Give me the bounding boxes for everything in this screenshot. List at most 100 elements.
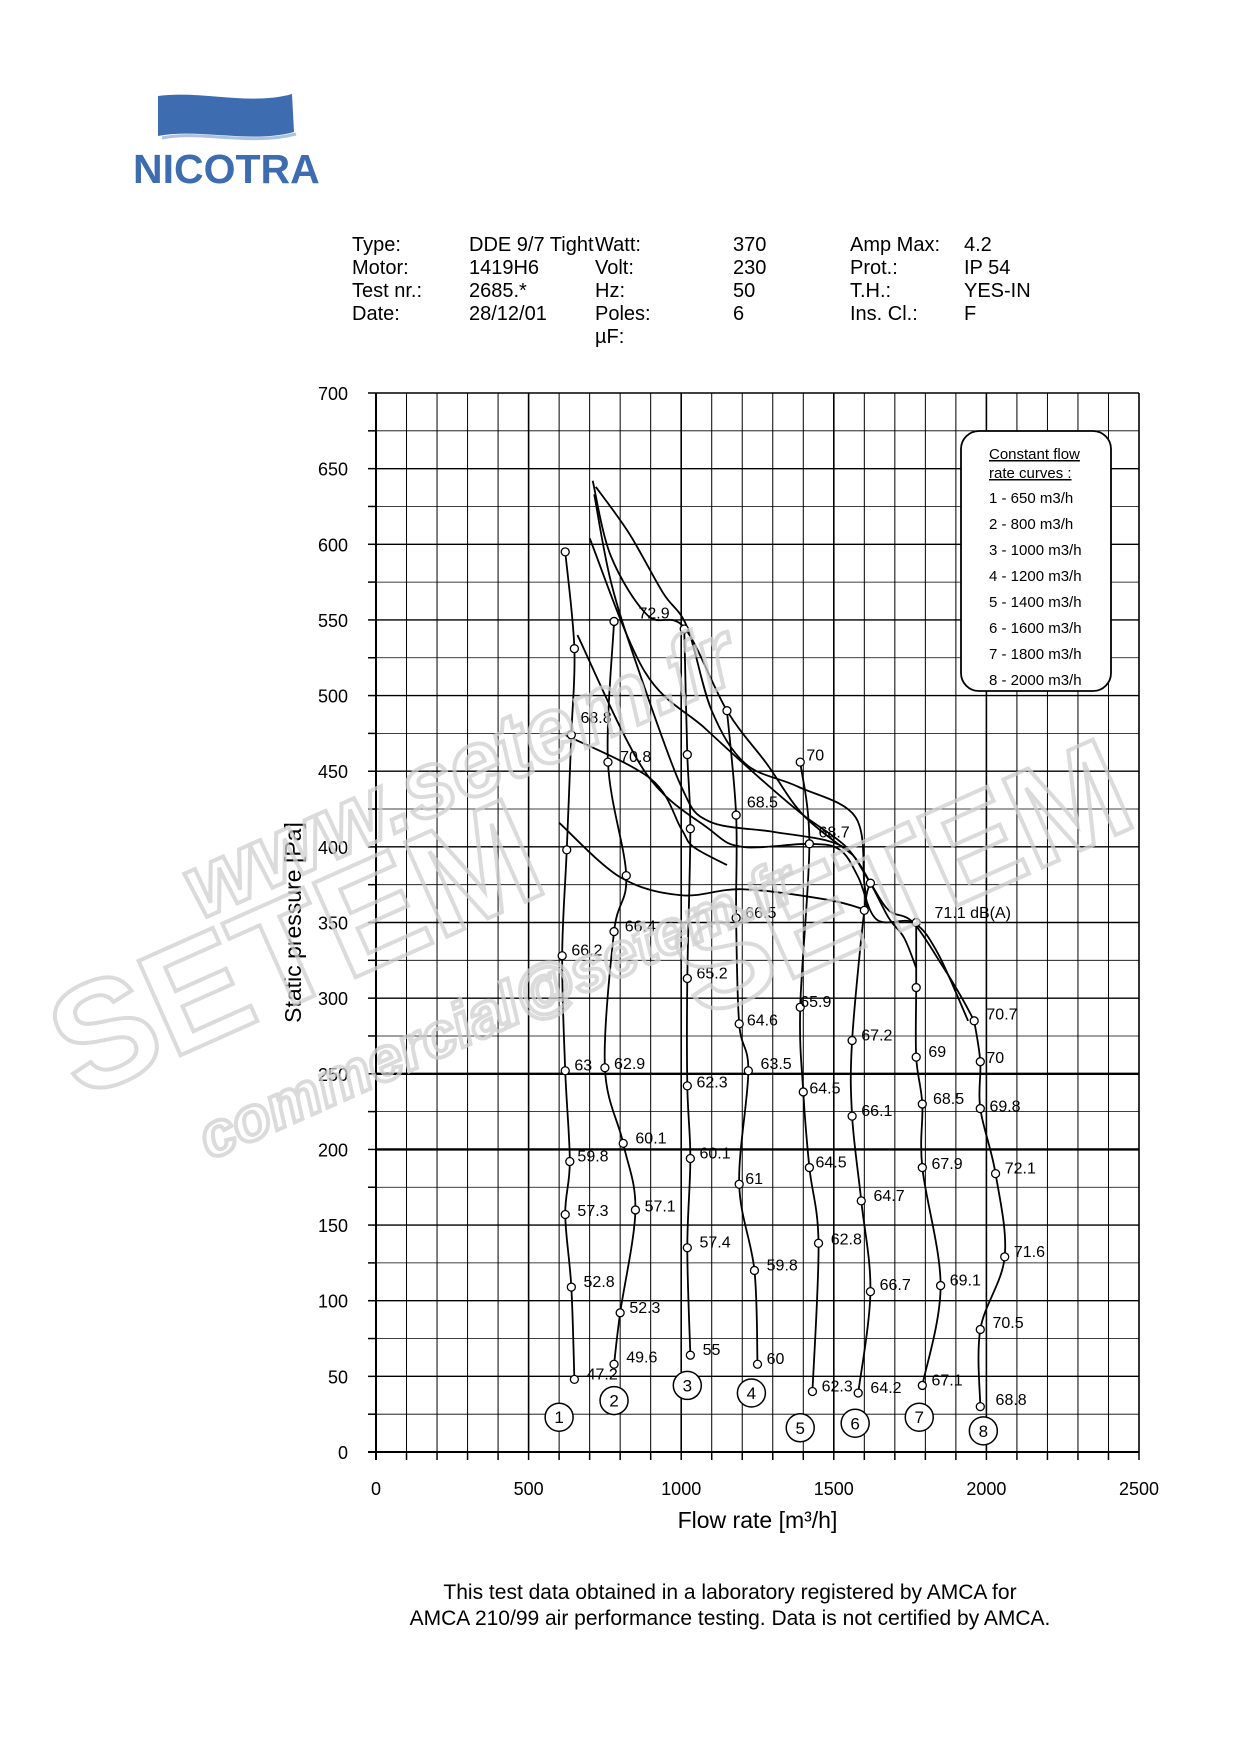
sound-level-label: 64.6 — [747, 1012, 778, 1029]
data-point — [798, 1087, 808, 1097]
data-point — [813, 1238, 824, 1248]
data-point — [557, 951, 567, 961]
flow-curve-6 — [849, 882, 872, 1394]
data-point — [560, 547, 570, 557]
sound-level-label: 71.6 — [1014, 1244, 1045, 1261]
sound-level-label: 68.7 — [819, 825, 850, 842]
data-point — [685, 824, 696, 834]
curve-id-label: 5 — [795, 1419, 804, 1438]
sound-level-label: 62.3 — [822, 1378, 853, 1395]
data-point — [917, 1162, 927, 1173]
data-point — [847, 1111, 857, 1121]
sound-level-label: 65.9 — [800, 994, 831, 1011]
sound-level-label: 68.5 — [933, 1091, 964, 1108]
y-tick-label: 450 — [318, 762, 348, 782]
sound-level-label: 69.8 — [989, 1099, 1020, 1116]
flow-curve-2 — [603, 621, 637, 1365]
sound-level-label: 69.1 — [950, 1273, 981, 1290]
spec-value: 4.2 — [964, 234, 992, 256]
data-point — [743, 1066, 753, 1076]
spec-label: Date: — [352, 303, 400, 325]
flow-curve-8 — [973, 1020, 1007, 1407]
fan-curve — [591, 480, 853, 856]
data-point — [562, 845, 572, 855]
data-point — [804, 1162, 815, 1173]
data-point — [685, 1350, 696, 1360]
sound-level-label: 57.4 — [700, 1235, 731, 1252]
curve-id-marker — [904, 1402, 935, 1432]
curve-id-marker — [672, 1370, 703, 1401]
data-point — [566, 1282, 576, 1292]
y-tick-label: 200 — [318, 1140, 348, 1160]
data-point — [685, 1153, 696, 1164]
data-point — [911, 982, 921, 993]
data-point — [975, 1057, 985, 1067]
sound-level-label: 59.8 — [767, 1257, 798, 1274]
data-point — [911, 917, 921, 928]
data-point — [911, 1052, 921, 1062]
legend-entry: 1 - 650 m3/h — [989, 490, 1073, 507]
data-point — [682, 749, 692, 760]
curve-id-label: 6 — [850, 1414, 859, 1433]
sound-level-label: 49.6 — [626, 1350, 657, 1367]
sound-level-label: 70 — [986, 1050, 1004, 1067]
sound-level-label: 62.8 — [831, 1232, 862, 1249]
spec-label: Motor: — [352, 257, 409, 279]
data-point — [560, 1209, 570, 1220]
data-point — [749, 1265, 760, 1276]
fan-curve — [576, 634, 969, 1022]
spec-value: IP 54 — [964, 257, 1011, 279]
sound-level-label: 65.2 — [696, 965, 727, 982]
sound-level-label: 68.8 — [580, 710, 611, 727]
sound-level-label: 59.8 — [577, 1148, 608, 1165]
data-point — [990, 1168, 1001, 1179]
spec-label: Watt: — [595, 234, 641, 256]
data-point — [975, 1324, 985, 1335]
spec-value: 2685.* — [469, 280, 527, 302]
sound-level-label: 67.9 — [931, 1156, 962, 1173]
data-point — [734, 1179, 744, 1189]
sound-level-label: 57.1 — [645, 1198, 676, 1215]
sound-level-label: 52.8 — [584, 1274, 615, 1291]
sound-level-label: 60 — [767, 1351, 785, 1368]
spec-label: Hz: — [595, 280, 625, 302]
sound-level-label: 72.9 — [638, 605, 669, 622]
legend-entry: 6 - 1600 m3/h — [989, 620, 1082, 637]
data-point — [859, 905, 869, 916]
sound-level-label: 66.1 — [861, 1103, 892, 1120]
sound-level-label: 64.5 — [815, 1155, 846, 1172]
disclaimer-line-1: This test data obtained in a laboratory … — [443, 1581, 1017, 1604]
fan-curve — [564, 734, 728, 866]
legend-entry: 8 - 2000 m3/h — [989, 672, 1082, 689]
spec-value: 370 — [733, 234, 767, 256]
data-point — [795, 757, 805, 767]
y-tick-label: 0 — [338, 1443, 348, 1463]
data-point — [609, 616, 619, 627]
spec-value: 1419H6 — [469, 257, 540, 279]
curve-id-label: 2 — [609, 1392, 618, 1411]
legend-entry: 7 - 1800 m3/h — [989, 646, 1082, 663]
spec-label: Amp Max: — [850, 234, 941, 256]
data-point — [560, 1066, 570, 1076]
data-point — [600, 1063, 610, 1073]
data-point — [722, 706, 732, 716]
sound-level-label: 66.5 — [745, 905, 776, 922]
legend-entry: 3 - 1000 m3/h — [989, 542, 1082, 559]
data-point — [917, 1099, 927, 1109]
data-point — [609, 926, 619, 937]
data-point — [569, 1374, 580, 1385]
fan-curve — [558, 821, 868, 912]
data-point — [1000, 1252, 1010, 1262]
y-tick-label: 550 — [318, 611, 348, 631]
legend-entry: 4 - 1200 m3/h — [989, 568, 1082, 585]
sound-level-label: 71.1 dB(A) — [935, 905, 1011, 922]
flow-curve-7 — [914, 922, 942, 1386]
sound-level-label: 63.5 — [761, 1056, 792, 1073]
x-tick-label: 0 — [371, 1479, 381, 1499]
x-tick-label: 2000 — [966, 1479, 1006, 1499]
data-point — [682, 1243, 692, 1253]
sound-level-label: 63 — [574, 1058, 592, 1075]
data-point — [615, 1308, 625, 1318]
legend-entry: 2 - 800 m3/h — [989, 516, 1073, 533]
